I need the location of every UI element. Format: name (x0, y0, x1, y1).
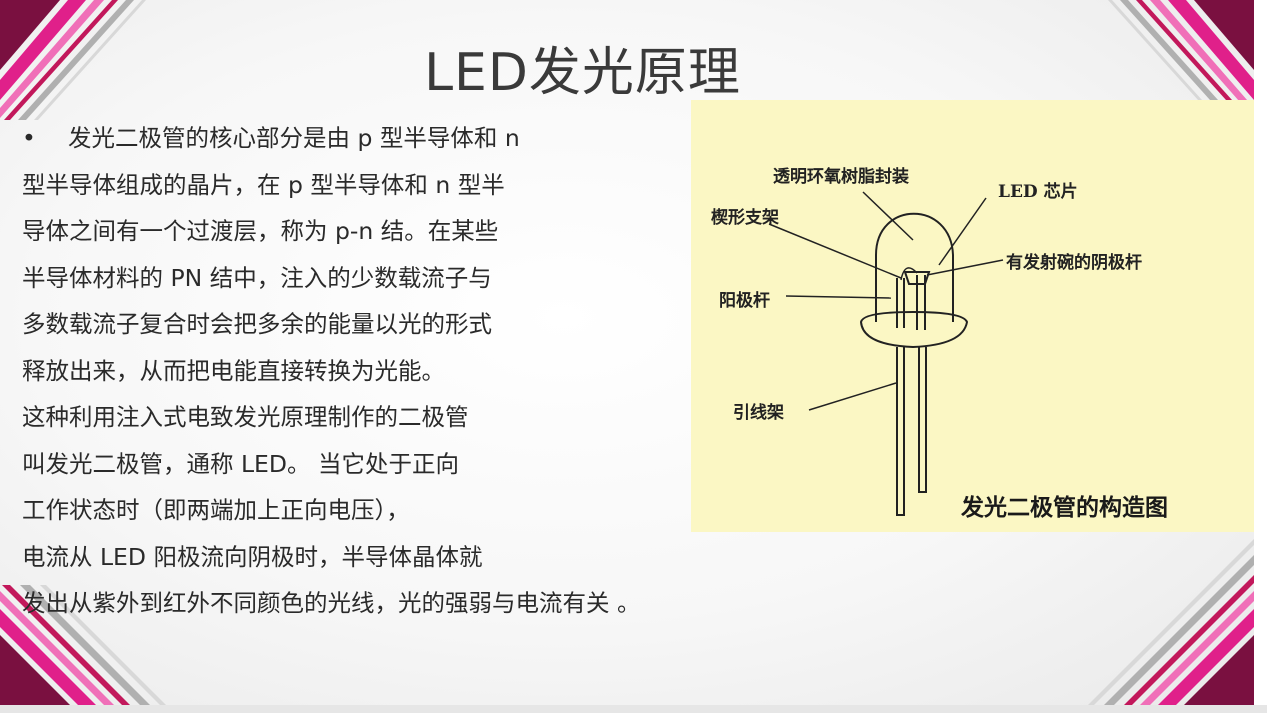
body-line: 释放出来，从而把电能直接转换为光能。 (22, 356, 445, 385)
base-flange (859, 310, 969, 349)
left-lead (896, 347, 905, 516)
corner-decoration-bottom-right (1088, 539, 1254, 705)
body-line: 叫发光二极管，通称 LED。 当它处于正向 (22, 449, 459, 478)
slide: LED发光原理 • 发光二极管的核心部分是由 p 型半导体和 n 型半导体组成的晶… (0, 0, 1254, 705)
body-line: 发出从紫外到红外不同颜色的光线，光的强弱与电流有关 。 (22, 589, 641, 617)
leader-wedge (768, 223, 902, 279)
body-line: 这种利用注入式电致发光原理制作的二极管 (22, 403, 469, 431)
label-chip: LED 芯片 (998, 182, 1078, 202)
right-lead (918, 347, 927, 493)
corner-decoration-bottom-left (0, 585, 166, 705)
body-line-text: 发光二极管的核心部分是由 p 型半导体和 n (68, 124, 520, 152)
epoxy-dome (875, 212, 954, 322)
bottom-strip (0, 705, 1267, 713)
led-drawing (768, 191, 1004, 516)
slide-title: LED发光原理 (424, 43, 741, 103)
label-cathode: 有发射碗的阴极杆 (1006, 253, 1142, 273)
leader-anode (785, 295, 892, 299)
body-line: 多数载流子复合时会把多余的能量以光的形式 (22, 310, 492, 338)
diagram-caption: 发光二极管的构造图 (961, 494, 1168, 521)
leader-cathode (926, 259, 1004, 276)
label-lead-frame: 引线架 (733, 403, 784, 423)
label-epoxy: 透明环氧树脂封装 (773, 167, 909, 187)
body-line: • 发光二极管的核心部分是由 p 型半导体和 n (22, 115, 792, 162)
leader-epoxy (862, 191, 914, 241)
label-wedge-frame: 楔形支架 (711, 208, 779, 228)
bullet-marker: • (22, 124, 36, 152)
leader-lead-frame (808, 382, 897, 411)
body-line: 导体之间有一个过渡层，称为 p-n 结。在某些 (22, 217, 499, 245)
bond-wire (900, 267, 918, 281)
body-text: • 发光二极管的核心部分是由 p 型半导体和 n 型半导体组成的晶片，在 p 型半… (22, 115, 792, 627)
corner-decoration-top-right (1108, 0, 1254, 120)
reflector-cup (903, 271, 931, 285)
body-line: 工作状态时（即两端加上正向电压）， (22, 496, 410, 524)
leader-chip (938, 197, 987, 266)
anode-rod (896, 278, 905, 328)
body-line: 电流从 LED 阳极流向阴极时，半导体晶体就 (22, 542, 483, 571)
corner-decoration-top-left (0, 0, 146, 120)
body-line: 半导体材料的 PN 结中，注入的少数载流子与 (22, 263, 492, 292)
led-structure-diagram: 透明环氧树脂封装 LED 芯片 楔形支架 有发射碗的阴极杆 阳极杆 引线架 发光… (691, 100, 1254, 532)
label-anode: 阳极杆 (719, 291, 770, 311)
body-line: 型半导体组成的晶片，在 p 型半导体和 n 型半 (22, 170, 505, 199)
